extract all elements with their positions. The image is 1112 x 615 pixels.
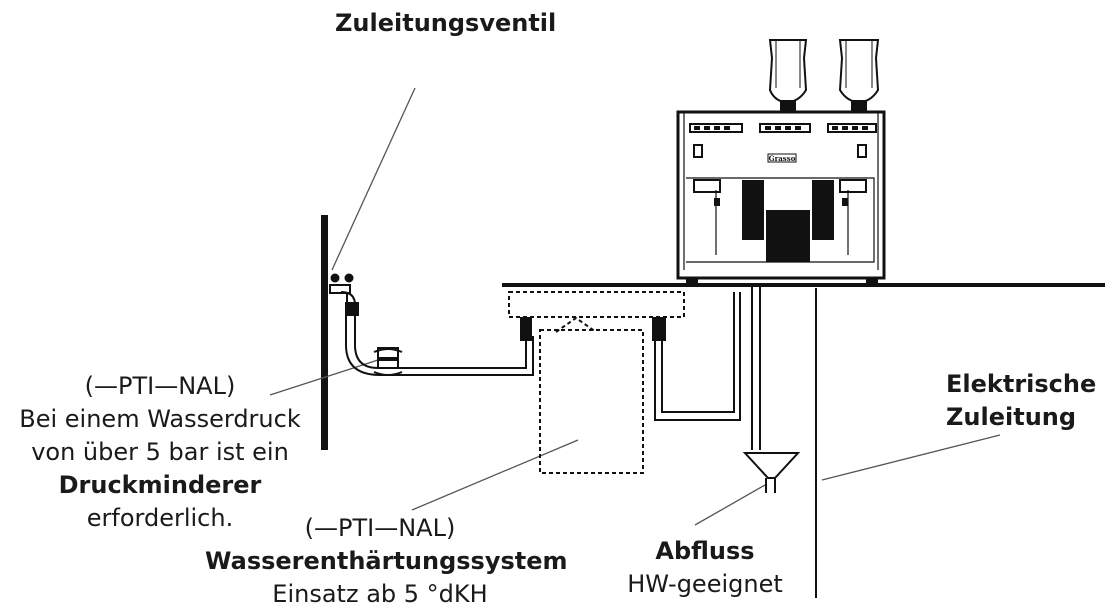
softener-tray — [508, 291, 685, 318]
bean-hopper-icon — [768, 39, 880, 112]
wall — [321, 215, 328, 450]
drain-note-text: HW-geeignet — [627, 570, 783, 598]
valve-title: Zuleitungsventil — [335, 9, 557, 37]
drain-note: Abfluss HW-geeignet — [605, 535, 805, 601]
pressure-line4: erforderlich. — [86, 504, 234, 532]
pressure-option: (—PTI—NAL) — [84, 372, 236, 400]
drain-pipe — [751, 285, 761, 450]
pressure-line3: Druckminderer — [58, 471, 262, 499]
pressure-reducer-note: (—PTI—NAL) Bei einem Wasserdruck von übe… — [0, 370, 320, 535]
softener-tank-icon — [539, 316, 644, 474]
coffee-machine-icon — [676, 110, 886, 285]
outlet-pipe — [654, 292, 741, 421]
softener-title: Wasserenthärtungssystem — [205, 547, 568, 575]
softener-note-text: Einsatz ab 5 °dKH — [272, 580, 488, 608]
drain-funnel-icon — [742, 452, 801, 493]
valve-icon — [329, 273, 359, 316]
leader-lines — [269, 87, 1001, 526]
softener-option: (—PTI—NAL) — [304, 514, 456, 542]
pressure-line1: Bei einem Wasserdruck — [19, 405, 301, 433]
electric-line1: Elektrische — [946, 370, 1097, 398]
electric-line2: Zuleitung — [946, 403, 1077, 431]
softener-note: (—PTI—NAL) Wasserenthärtungssystem Einsa… — [205, 512, 568, 611]
electric-note: Elektrische Zuleitung — [946, 368, 1096, 434]
pressure-line2: von über 5 bar ist ein — [31, 438, 289, 466]
pressure-reducer-icon — [373, 347, 403, 376]
machine-brand: Grasso — [769, 154, 796, 163]
drain-title: Abfluss — [655, 537, 755, 565]
